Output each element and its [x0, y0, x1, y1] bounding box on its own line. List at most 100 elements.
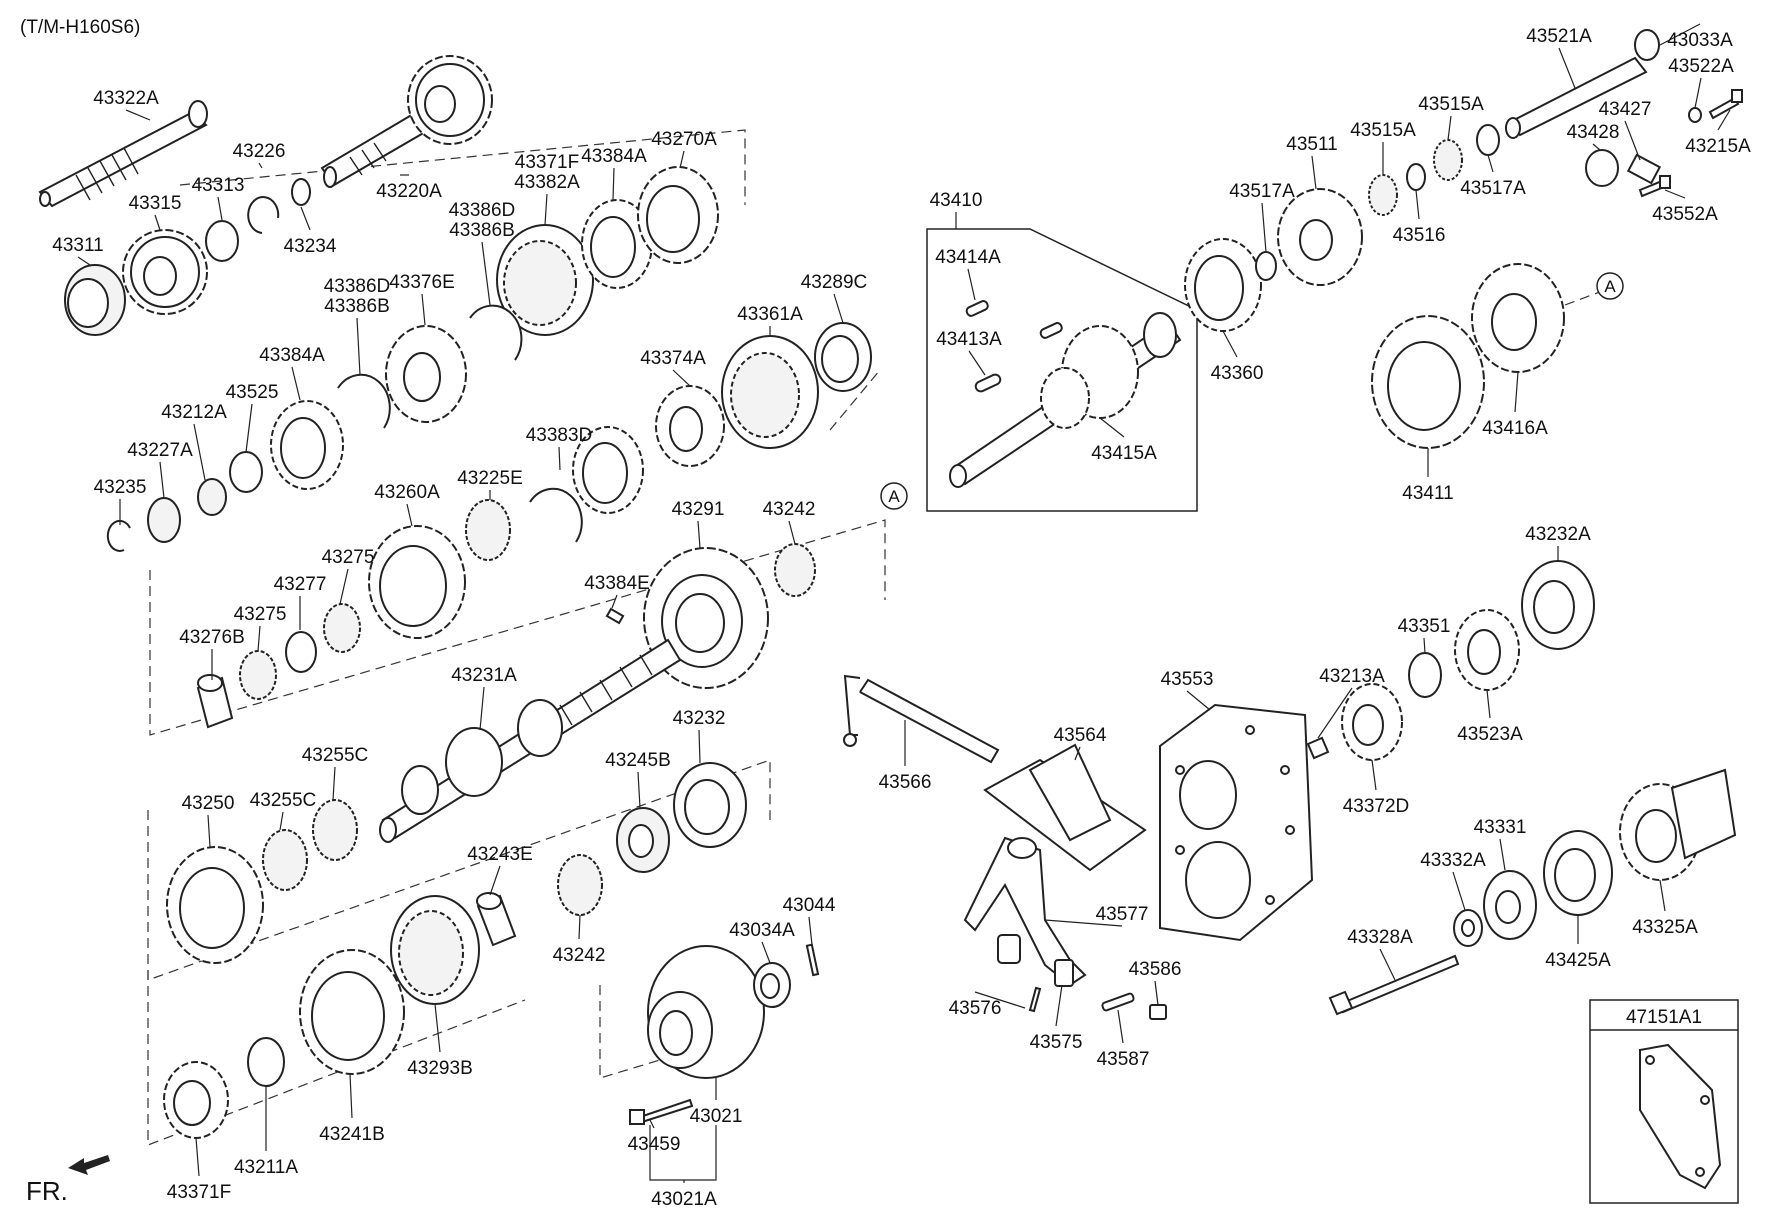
- part-label-43386B[interactable]: 43386B: [449, 220, 515, 241]
- part-label-43515A[interactable]: 43515A: [1418, 94, 1484, 115]
- part-label-43511[interactable]: 43511: [1286, 134, 1337, 155]
- part-label-43516[interactable]: 43516: [1393, 225, 1446, 246]
- part-label-43586[interactable]: 43586: [1129, 959, 1182, 980]
- part-label-43552A[interactable]: 43552A: [1652, 204, 1718, 225]
- part-label-43215A[interactable]: 43215A: [1685, 136, 1751, 157]
- part-label-43235[interactable]: 43235: [94, 477, 147, 498]
- gear-43260A: [368, 525, 466, 639]
- part-label-43428[interactable]: 43428: [1567, 122, 1620, 143]
- part-label-43311[interactable]: 43311: [52, 235, 103, 256]
- part-label-43361A[interactable]: 43361A: [737, 304, 803, 325]
- part-label-43289C[interactable]: 43289C: [801, 272, 868, 293]
- reverse-idler-gear-43511: [1277, 188, 1363, 286]
- part-label-43313[interactable]: 43313: [192, 175, 245, 196]
- part-label-43044[interactable]: 43044: [783, 895, 836, 916]
- part-label-43587[interactable]: 43587: [1097, 1049, 1150, 1070]
- part-label-43231A[interactable]: 43231A: [451, 665, 517, 686]
- part-label-43523A[interactable]: 43523A: [1457, 724, 1523, 745]
- part-label-43245B[interactable]: 43245B: [605, 750, 671, 771]
- part-label-43276B[interactable]: 43276B: [179, 627, 245, 648]
- part-label-43384A[interactable]: 43384A: [581, 146, 647, 167]
- part-label-43414A[interactable]: 43414A: [935, 247, 1001, 268]
- part-label-43241B[interactable]: 43241B: [319, 1124, 385, 1145]
- part-label-43034A[interactable]: 43034A: [729, 920, 795, 941]
- part-label-43371F[interactable]: 43371F: [515, 152, 579, 173]
- part-label-43234[interactable]: 43234: [284, 236, 337, 257]
- pin-43587: [1101, 992, 1135, 1012]
- part-label-43459[interactable]: 43459: [628, 1134, 681, 1155]
- part-label-43410[interactable]: 43410: [930, 190, 983, 211]
- part-label-43372D[interactable]: 43372D: [1343, 796, 1410, 817]
- part-label-43275[interactable]: 43275: [322, 547, 375, 568]
- part-label-43242[interactable]: 43242: [553, 945, 606, 966]
- circlip-43235: [106, 519, 131, 552]
- leader-line-43255C: [279, 811, 284, 831]
- leader-line-43371F: [544, 193, 548, 226]
- part-label-43517A[interactable]: 43517A: [1229, 181, 1295, 202]
- part-label-43525[interactable]: 43525: [226, 382, 279, 403]
- leader-line-43232: [698, 729, 701, 764]
- part-label-43255C[interactable]: 43255C: [250, 790, 317, 811]
- part-label-43564[interactable]: 43564: [1054, 725, 1107, 746]
- part-label-43211A[interactable]: 43211A: [234, 1157, 298, 1178]
- part-label-43515A[interactable]: 43515A: [1350, 120, 1416, 141]
- part-label-43386D[interactable]: 43386D: [324, 276, 391, 297]
- part-label-43425A[interactable]: 43425A: [1545, 950, 1611, 971]
- part-label-43275[interactable]: 43275: [234, 604, 287, 625]
- part-label-43386D[interactable]: 43386D: [449, 200, 516, 221]
- part-label-43413A[interactable]: 43413A: [936, 329, 1002, 350]
- part-label-43033A[interactable]: 43033A: [1667, 30, 1733, 51]
- part-label-43315[interactable]: 43315: [129, 193, 182, 214]
- part-label-43575[interactable]: 43575: [1030, 1032, 1083, 1053]
- part-label-43277[interactable]: 43277: [274, 574, 327, 595]
- part-label-43270A[interactable]: 43270A: [651, 129, 717, 150]
- part-label-43242[interactable]: 43242: [763, 499, 816, 520]
- part-label-43566[interactable]: 43566: [879, 772, 932, 793]
- plug-43586: [1149, 1004, 1167, 1020]
- part-label-43360[interactable]: 43360: [1211, 363, 1264, 384]
- part-label-43522A[interactable]: 43522A: [1668, 56, 1734, 77]
- part-label-43021[interactable]: 43021: [690, 1106, 743, 1127]
- part-label-43260A[interactable]: 43260A: [374, 482, 440, 503]
- part-label-43416A[interactable]: 43416A: [1482, 418, 1548, 439]
- part-label-43577[interactable]: 43577: [1096, 904, 1149, 925]
- part-label-43225E[interactable]: 43225E: [457, 468, 523, 489]
- part-label-43376E[interactable]: 43376E: [389, 272, 455, 293]
- part-label-43386B[interactable]: 43386B: [324, 296, 390, 317]
- part-label-43521A[interactable]: 43521A: [1526, 26, 1592, 47]
- part-label-43255C[interactable]: 43255C: [302, 745, 369, 766]
- part-label-43021A[interactable]: 43021A: [651, 1189, 717, 1210]
- needle-bearing-43515A-left: [1368, 174, 1398, 216]
- part-label-43213A[interactable]: 43213A: [1319, 666, 1385, 687]
- part-label-43415A[interactable]: 43415A: [1091, 443, 1157, 464]
- part-label-43325A[interactable]: 43325A: [1632, 917, 1698, 938]
- sync-sleeve-43293B: [390, 895, 480, 1005]
- half-ring-43386B-upper: [469, 304, 523, 361]
- part-label-43517A[interactable]: 43517A: [1460, 178, 1526, 199]
- part-label-43243E[interactable]: 43243E: [467, 844, 533, 865]
- part-label-43576[interactable]: 43576: [949, 998, 1002, 1019]
- part-label-43293B[interactable]: 43293B: [407, 1058, 473, 1079]
- part-label-43232[interactable]: 43232: [673, 708, 726, 729]
- part-label-43328A[interactable]: 43328A: [1347, 927, 1413, 948]
- part-label-43351[interactable]: 43351: [1398, 616, 1451, 637]
- part-label-43220A[interactable]: 43220A: [376, 181, 442, 202]
- part-label-43382A[interactable]: 43382A: [514, 172, 580, 193]
- part-label-43553[interactable]: 43553: [1161, 669, 1214, 690]
- part-label-43331[interactable]: 43331: [1474, 817, 1527, 838]
- part-label-43411[interactable]: 43411: [1402, 483, 1453, 504]
- part-label-43322A[interactable]: 43322A: [93, 88, 159, 109]
- part-label-43291[interactable]: 43291: [672, 499, 725, 520]
- part-label-43226[interactable]: 43226: [233, 141, 286, 162]
- part-label-43374A[interactable]: 43374A: [640, 348, 706, 369]
- part-label-43371F[interactable]: 43371F: [167, 1182, 231, 1203]
- part-label-43227A[interactable]: 43227A: [127, 440, 193, 461]
- part-label-43232A[interactable]: 43232A: [1525, 524, 1591, 545]
- part-label-43212A[interactable]: 43212A: [161, 402, 227, 423]
- part-label-43250[interactable]: 43250: [182, 793, 235, 814]
- part-label-43383D[interactable]: 43383D: [526, 425, 593, 446]
- part-label-43332A[interactable]: 43332A: [1420, 850, 1486, 871]
- part-label-43384E[interactable]: 43384E: [584, 573, 650, 594]
- part-label-43427[interactable]: 43427: [1599, 99, 1652, 120]
- part-label-43384A[interactable]: 43384A: [259, 345, 325, 366]
